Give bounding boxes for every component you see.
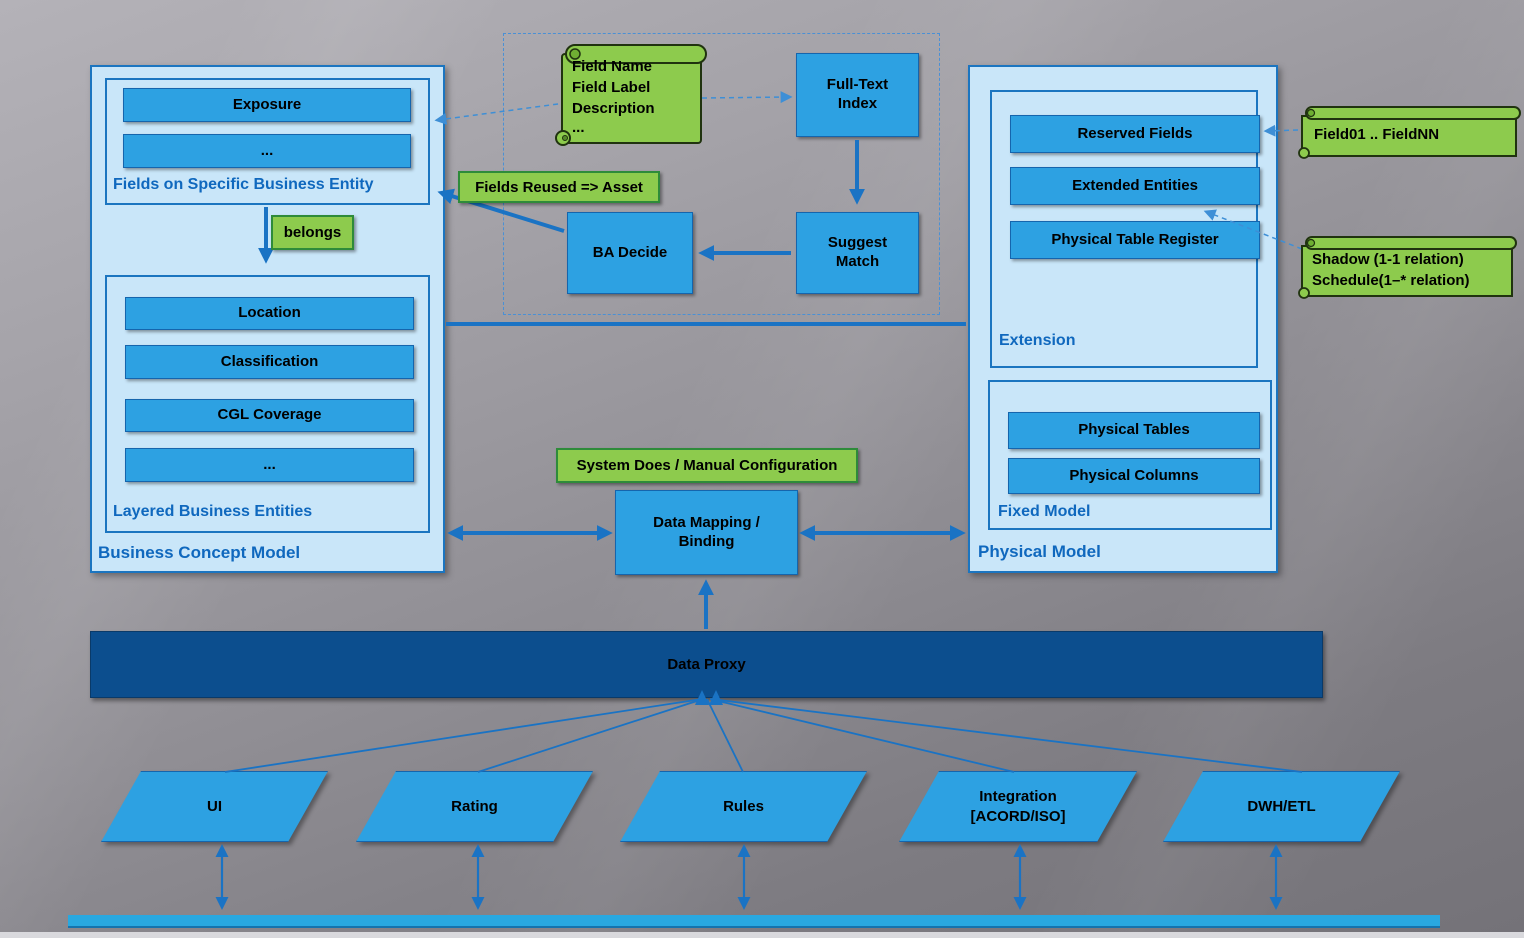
subsystem-rating: Rating <box>356 771 593 842</box>
subsystem-rules: Rules <box>620 771 867 842</box>
data-proxy-bar: Data Proxy <box>90 631 1323 698</box>
line-proxy-to-rating <box>477 698 704 773</box>
entity-ellipsis-layered: ... <box>125 448 414 482</box>
fixed-model-box <box>988 380 1272 530</box>
entity-classification: Classification <box>125 345 414 379</box>
note-line: Field Name <box>572 58 653 75</box>
physical-tables-chip: Physical Tables <box>1008 412 1260 449</box>
layered-entities-label: Layered Business Entities <box>113 503 313 520</box>
physical-model-title: Physical Model <box>978 542 1101 561</box>
extended-entities-chip: Extended Entities <box>1010 167 1260 205</box>
reserved-fields-chip: Reserved Fields <box>1010 115 1260 153</box>
fixed-model-label: Fixed Model <box>998 503 1091 520</box>
line-proxy-to-integration <box>709 698 1015 773</box>
data-proxy-label: Data Proxy <box>667 656 746 673</box>
entity-cgl-coverage: CGL Coverage <box>125 399 414 432</box>
fields-reused-asset-label: Fields Reused => Asset <box>458 171 660 203</box>
business-concept-model-title: Business Concept Model <box>98 543 301 562</box>
belongs-label: belongs <box>271 215 354 250</box>
subsystem-dwh-etl: DWH/ETL <box>1163 771 1400 842</box>
suggest-match-box: Suggest Match <box>796 212 919 294</box>
field-range-text: Field01 .. FieldNN <box>1314 126 1440 143</box>
subsystem-rating-label: Rating <box>451 797 498 815</box>
line-proxy-to-rules <box>706 698 744 773</box>
physical-columns-chip: Physical Columns <box>1008 458 1260 494</box>
shadow-schedule-note: Shadow (1-1 relation) Schedule(1–* relat… <box>1298 234 1518 300</box>
entity-exposure: Exposure <box>123 88 411 122</box>
fields-group-label: Fields on Specific Business Entity <box>113 176 374 193</box>
subsystem-dwh-etl-label: DWH/ETL <box>1247 797 1316 815</box>
extension-label: Extension <box>999 332 1076 349</box>
entity-location: Location <box>125 297 414 330</box>
field-range-note: Field01 .. FieldNN <box>1298 104 1522 160</box>
line-proxy-to-ui <box>224 698 703 773</box>
note-line: Field Label <box>572 79 651 96</box>
schedule-line: Schedule(1–* relation) <box>1312 272 1470 289</box>
system-does-manual-config-label: System Does / Manual Configuration <box>556 448 858 483</box>
scroll-shape <box>555 44 707 146</box>
entity-ellipsis-fields: ... <box>123 134 411 168</box>
note-line: Description <box>572 100 655 117</box>
note-line: ... <box>572 119 585 136</box>
scroll-shape <box>1298 106 1521 159</box>
slide-bottom-edge <box>0 932 1524 938</box>
subsystem-integration: Integration [ACORD/ISO] <box>899 771 1137 842</box>
field-attributes-note: Field Name Field Label Description ... <box>552 40 712 150</box>
scroll-shape <box>1298 236 1517 299</box>
subsystem-ui: UI <box>101 771 328 842</box>
line-proxy-to-dwh <box>710 698 1303 773</box>
bottom-bus-bar <box>68 915 1440 928</box>
ba-decide-box: BA Decide <box>567 212 693 294</box>
shadow-line: Shadow (1-1 relation) <box>1312 251 1464 268</box>
data-mapping-binding-box: Data Mapping / Binding <box>615 490 798 575</box>
full-text-index-box: Full-Text Index <box>796 53 919 137</box>
physical-table-register-chip: Physical Table Register <box>1010 221 1260 259</box>
subsystem-rules-label: Rules <box>723 797 764 815</box>
subsystem-integration-label: Integration [ACORD/ISO] <box>970 788 1066 825</box>
subsystem-ui-label: UI <box>207 797 222 815</box>
